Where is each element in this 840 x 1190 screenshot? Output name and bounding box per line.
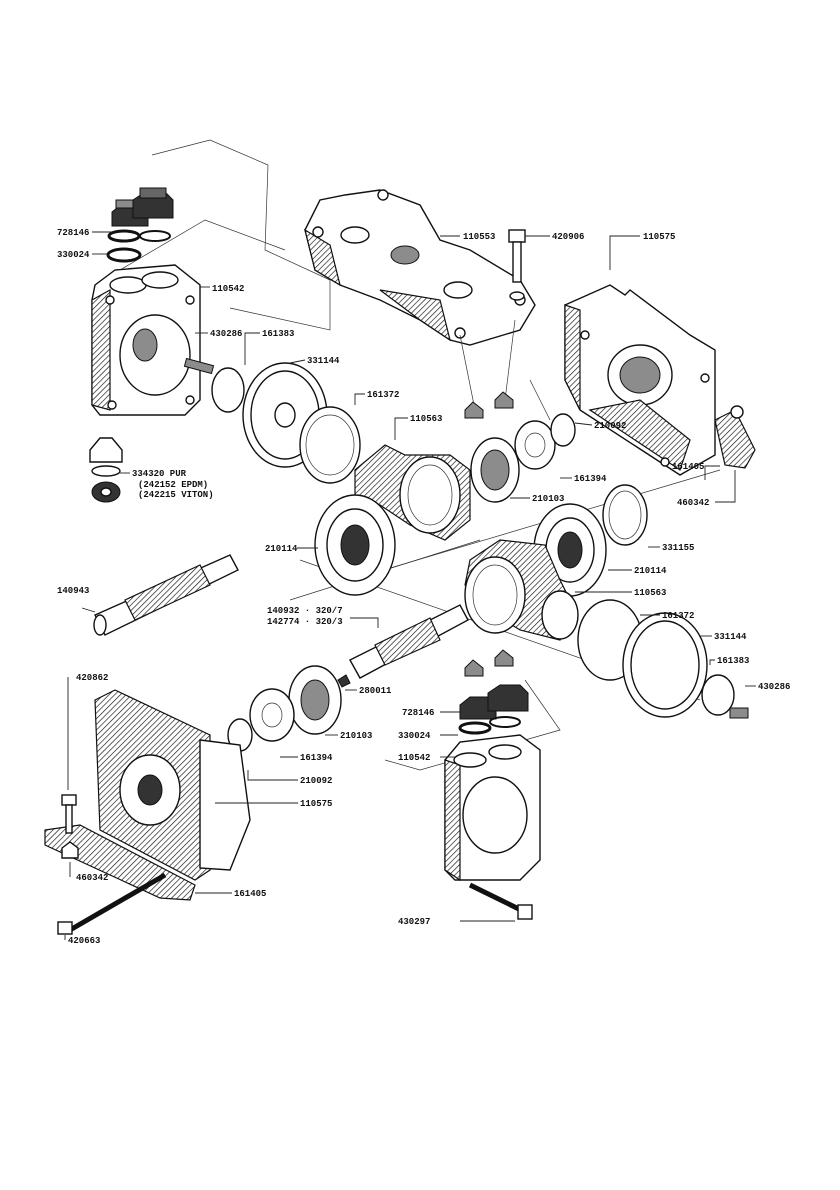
bracket-right — [714, 405, 756, 469]
label-420906: 420906 — [552, 232, 584, 242]
label-728146-lower: 728146 — [402, 708, 434, 718]
conrod-upper — [354, 444, 471, 541]
label-140943: 140943 — [57, 586, 89, 596]
port-block-lower — [444, 734, 541, 920]
label-110563-upper: 110563 — [410, 414, 442, 424]
label-161394-upper: 161394 — [574, 474, 607, 484]
diaphragm-bolt-upper — [183, 357, 245, 413]
label-430286-upper: 430286 — [210, 329, 242, 339]
label-142774: 142774 · 320/3 — [267, 617, 343, 627]
label-161383-upper: 161383 — [262, 329, 294, 339]
shaft-140932 — [337, 604, 469, 688]
label-161383-lower: 161383 — [717, 656, 749, 666]
leader-lines — [64, 231, 756, 940]
label-331155: 331155 — [662, 543, 694, 553]
housing-right — [564, 284, 716, 476]
label-210103-upper: 210103 — [532, 494, 564, 504]
port-block-upper — [91, 264, 201, 416]
label-210114-left: 210114 — [265, 544, 298, 554]
valve-seats-upper — [464, 391, 514, 419]
label-460342-upper: 460342 — [677, 498, 709, 508]
label-334320-line3: (242215 VITON) — [138, 490, 214, 500]
manifold-top — [304, 189, 536, 411]
label-420663: 420663 — [68, 936, 100, 946]
label-110553: 110553 — [463, 232, 495, 242]
label-460342-lower: 460342 — [76, 873, 108, 883]
label-331144-upper: 331144 — [307, 356, 340, 366]
label-331144-lower: 331144 — [714, 632, 747, 642]
bearing-large-left — [314, 494, 396, 596]
valve-port-upper-left — [106, 187, 174, 263]
label-210114-right: 210114 — [634, 566, 667, 576]
label-161405-lower: 161405 — [234, 889, 266, 899]
bolt-420906 — [508, 229, 526, 301]
label-210092-upper: 210092 — [594, 421, 626, 431]
label-334320-line2: (242152 EPDM) — [138, 480, 208, 490]
label-210103-lower: 210103 — [340, 731, 372, 741]
ring-331155 — [602, 484, 648, 546]
label-161405-upper: 161405 — [672, 462, 704, 472]
label-110575-upper: 110575 — [643, 232, 675, 242]
label-330024-upper: 330024 — [57, 250, 90, 260]
label-110542-lower: 110542 — [398, 753, 430, 763]
diaphragm-plate-upper — [299, 406, 361, 484]
label-110563-lower: 110563 — [634, 588, 666, 598]
label-430286-lower: 430286 — [758, 682, 790, 692]
part-labels: 728146 330024 110542 110553 420906 11057… — [57, 228, 790, 946]
label-161372-upper: 161372 — [367, 390, 399, 400]
label-161372-lower: 161372 — [662, 611, 694, 621]
seal-stack-334320 — [89, 437, 123, 503]
housing-left — [94, 689, 251, 881]
label-140932: 140932 · 320/7 — [267, 606, 343, 616]
bearing-stack-lower — [227, 665, 342, 752]
conrod-lower — [464, 539, 579, 641]
diaphragm-stack-lower — [577, 599, 749, 719]
label-334320-line1: 334320 PUR — [132, 469, 187, 479]
label-161394-lower: 161394 — [300, 753, 333, 763]
bracket-lower — [44, 794, 196, 935]
label-728146-upper: 728146 — [57, 228, 89, 238]
label-420862: 420862 — [76, 673, 108, 683]
label-110542-upper: 110542 — [212, 284, 244, 294]
label-280011: 280011 — [359, 686, 392, 696]
label-110575-lower: 110575 — [300, 799, 332, 809]
label-330024-lower: 330024 — [398, 731, 431, 741]
label-430297: 430297 — [398, 917, 430, 927]
shaft-140943 — [93, 554, 239, 636]
bearing-upper-small — [470, 413, 576, 503]
label-210092-lower: 210092 — [300, 776, 332, 786]
valve-port-lower — [458, 649, 529, 735]
